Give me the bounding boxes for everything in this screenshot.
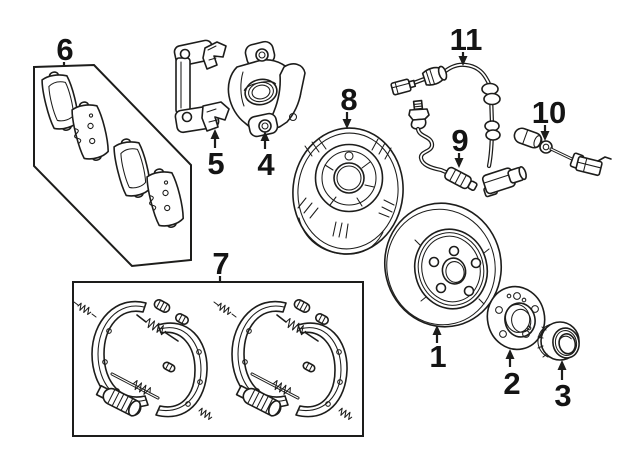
callout-8[interactable]: 8 bbox=[340, 82, 358, 129]
callout-10-label[interactable]: 10 bbox=[532, 95, 566, 130]
caliper-bracket bbox=[173, 39, 230, 134]
callout-2-label[interactable]: 2 bbox=[503, 366, 520, 401]
callout-2-arrowhead-icon bbox=[505, 349, 515, 359]
callout-10[interactable]: 10 bbox=[532, 95, 566, 141]
callout-1-arrowhead-icon bbox=[432, 325, 442, 335]
callout-7-label[interactable]: 7 bbox=[212, 246, 229, 281]
sensor-connector bbox=[575, 155, 603, 177]
abs-sensor-head bbox=[481, 166, 527, 198]
callout-1-label[interactable]: 1 bbox=[429, 339, 446, 374]
abs-sensor bbox=[390, 62, 527, 198]
callout-3-label[interactable]: 3 bbox=[554, 378, 571, 413]
brake-rotor bbox=[383, 202, 503, 328]
piston-boot bbox=[243, 78, 278, 106]
callouts: 1 2 3 4 5 6 7 bbox=[56, 22, 571, 413]
callout-8-label[interactable]: 8 bbox=[340, 82, 357, 117]
callout-7[interactable]: 7 bbox=[212, 246, 230, 282]
callout-11-arrowhead-icon bbox=[458, 56, 468, 66]
callout-4-label[interactable]: 4 bbox=[257, 147, 275, 182]
callout-6[interactable]: 6 bbox=[56, 32, 74, 67]
splash-shield bbox=[292, 127, 404, 255]
callout-9[interactable]: 9 bbox=[451, 123, 469, 168]
brake-hose bbox=[408, 99, 478, 192]
callout-4-arrowhead-icon bbox=[260, 131, 270, 141]
hose-fitting bbox=[444, 166, 478, 192]
brake-caliper bbox=[227, 40, 306, 138]
callout-11[interactable]: 11 bbox=[450, 22, 483, 66]
callout-1[interactable]: 1 bbox=[429, 325, 447, 374]
rear-speed-sensor bbox=[513, 127, 612, 177]
callout-6-label[interactable]: 6 bbox=[56, 32, 73, 67]
wheel-bearing bbox=[537, 321, 580, 361]
callout-2[interactable]: 2 bbox=[503, 349, 521, 401]
callout-11-label[interactable]: 11 bbox=[450, 22, 483, 57]
callout-3-arrowhead-icon bbox=[557, 360, 567, 370]
wheel-hub bbox=[486, 285, 546, 351]
callout-9-arrowhead-icon bbox=[454, 158, 464, 168]
callout-5-label[interactable]: 5 bbox=[207, 146, 224, 181]
callout-5-arrowhead-icon bbox=[210, 129, 220, 139]
callout-3[interactable]: 3 bbox=[554, 360, 572, 413]
callout-10-arrowhead-icon bbox=[540, 131, 550, 141]
callout-8-arrowhead-icon bbox=[342, 119, 352, 129]
callout-5[interactable]: 5 bbox=[207, 129, 225, 181]
abs-connector bbox=[390, 78, 417, 96]
callout-9-label[interactable]: 9 bbox=[451, 123, 468, 158]
callout-4[interactable]: 4 bbox=[257, 131, 275, 182]
abs-grommet-boot bbox=[421, 65, 448, 86]
